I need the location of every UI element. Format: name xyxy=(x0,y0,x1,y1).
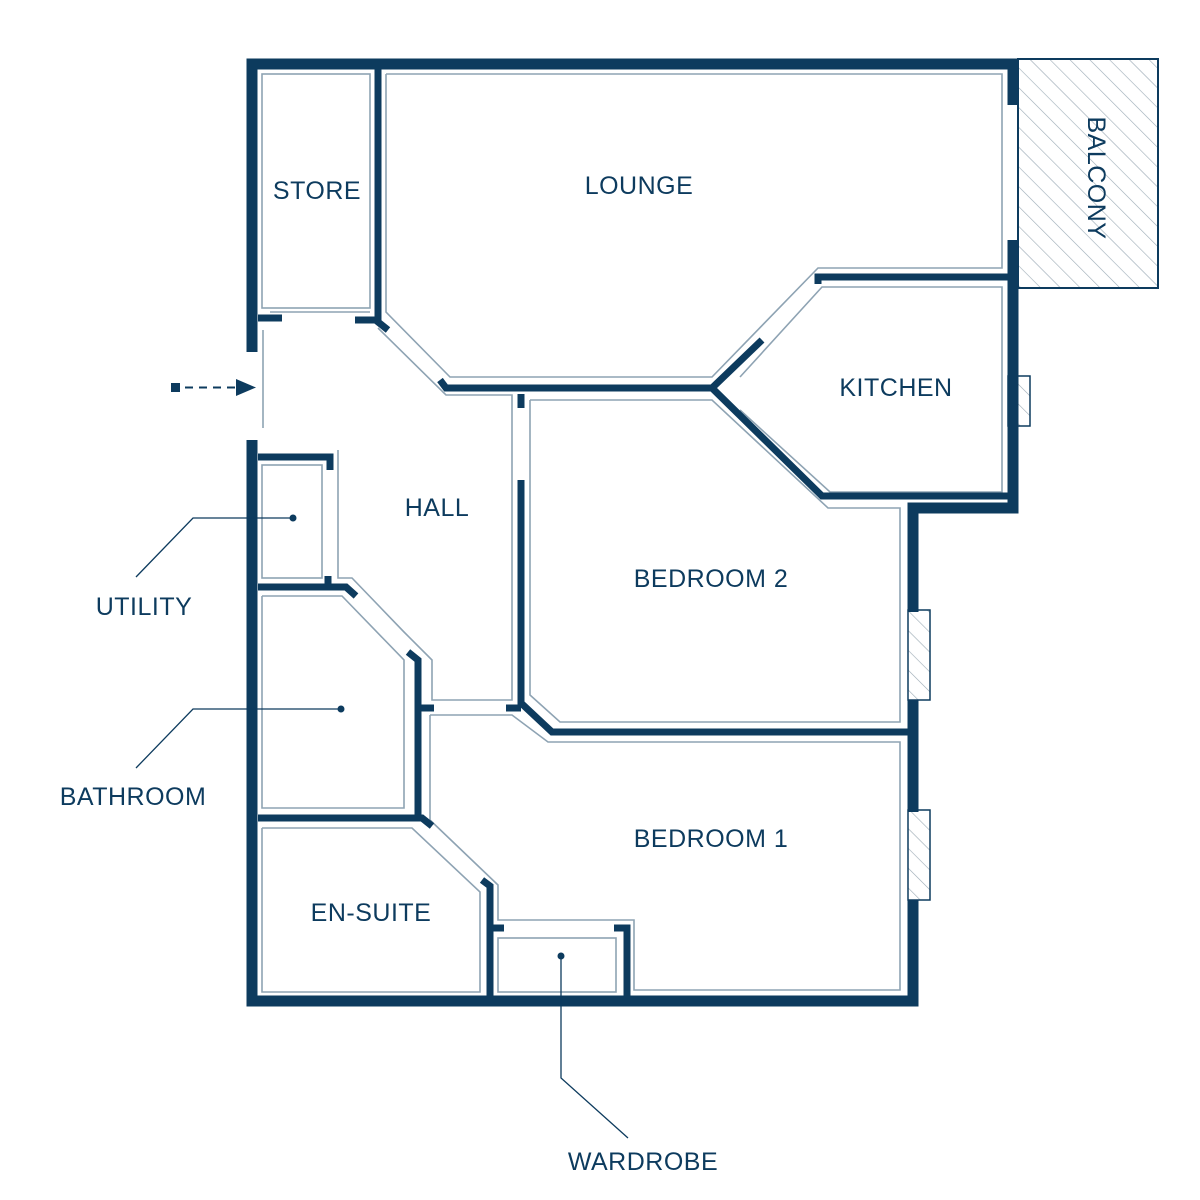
kitchen-label: KITCHEN xyxy=(839,374,952,402)
ensuite-label: EN-SUITE xyxy=(311,899,432,927)
outer-walls xyxy=(246,58,1019,1007)
bathroom-label: BATHROOM xyxy=(60,783,207,811)
callout-labels: UTILITY BATHROOM WARDROBE xyxy=(60,593,718,1176)
wardrobe-label: WARDROBE xyxy=(568,1148,718,1176)
bedroom1-label: BEDROOM 1 xyxy=(634,825,789,853)
store-label: STORE xyxy=(273,177,361,205)
room-labels: STORE LOUNGE BALCONY KITCHEN HALL BEDROO… xyxy=(273,117,1110,927)
balcony-label: BALCONY xyxy=(1082,117,1110,240)
bedroom1-window xyxy=(907,809,931,901)
interior-walls xyxy=(258,68,1010,1000)
wall-liners xyxy=(261,73,1003,993)
callout-leaders xyxy=(135,514,629,1139)
lounge-label: LOUNGE xyxy=(585,172,694,200)
hall-label: HALL xyxy=(405,494,470,522)
dashed-arrow-right-icon xyxy=(171,379,256,396)
bedroom2-label: BEDROOM 2 xyxy=(634,565,789,593)
utility-label: UTILITY xyxy=(96,593,193,621)
balcony-area xyxy=(1017,58,1159,289)
bedroom2-window xyxy=(907,609,931,701)
